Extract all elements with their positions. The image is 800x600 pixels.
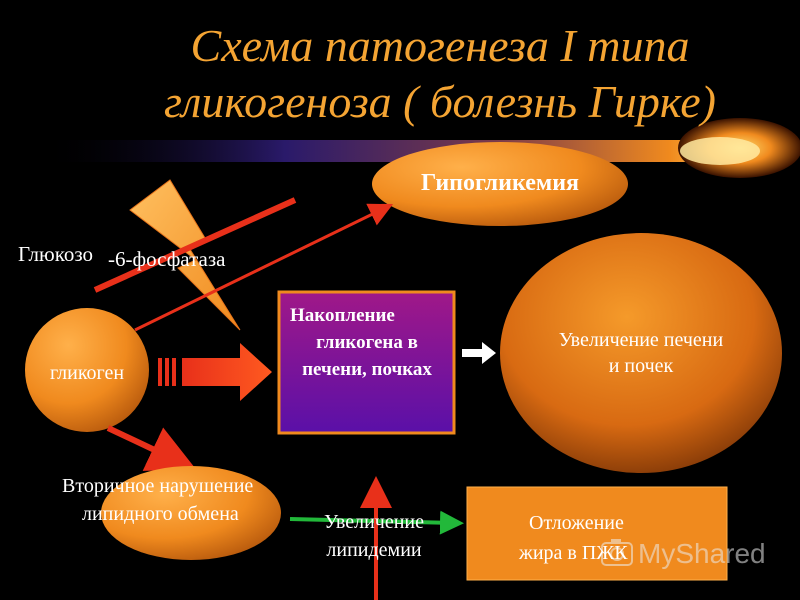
fat-deposit-line-2: жира в ПЖК [519, 542, 628, 564]
lipid-disorder-line-2: липидного обмена [82, 503, 239, 525]
arrow-to-lipid-disorder [106, 425, 197, 471]
enlargement-node [500, 233, 782, 473]
arrow-to-hypoglycemia [134, 203, 394, 332]
glycogen-label: гликоген [49, 362, 125, 384]
enlargement-label: Увеличение печени и почек [505, 327, 777, 379]
accumulation-line-3: печени, почках [302, 359, 432, 380]
accumulation-label: Накопление гликогена в печени, почках [272, 302, 462, 383]
hyperlipidemia-line-1: Увеличение [323, 511, 424, 533]
accumulation-box [277, 290, 456, 435]
accumulation-line-2: гликогена в [316, 332, 418, 353]
hyperlipidemia-label: Увеличение липидемии [294, 508, 454, 564]
enzyme-label-part1: Глюкозо [18, 242, 94, 266]
title-line-1: Схема патогенеза I типа [190, 20, 690, 71]
fat-deposit-line-1: Отложение [529, 512, 624, 534]
watermark-text: MyShared [638, 538, 766, 569]
title-decoration [40, 118, 800, 178]
slide-title: Схема патогенеза I типа гликогеноза ( бо… [120, 18, 760, 130]
fat-deposit-label: Отложение жира в ПЖК [467, 508, 727, 568]
lipid-disorder-node [101, 466, 281, 560]
camera-watermark-icon [601, 539, 633, 566]
arrow-to-fat-deposit [289, 510, 464, 535]
enzyme-block-line [93, 197, 297, 293]
accumulation-line-1: Накопление [290, 305, 395, 326]
arrow-to-enlargement [462, 342, 496, 364]
enlargement-line-1: Увеличение печени [558, 329, 724, 351]
fat-deposit-box [466, 486, 728, 581]
hypoglycemia-node [372, 142, 628, 226]
hyperlipidemia-line-2: липидемии [326, 539, 422, 561]
enzyme-label-part2: -6-фосфатаза [108, 247, 226, 271]
glycogen-node [25, 308, 149, 432]
hypoglycemia-label: Гипогликемия [420, 170, 580, 196]
enlargement-line-2: и почек [608, 355, 674, 377]
lipid-disorder-label: Вторичное нарушение липидного обмена [50, 472, 330, 528]
lipid-disorder-line-1: Вторичное нарушение [62, 475, 254, 497]
arrow-to-accumulation [158, 343, 272, 401]
title-line-2: гликогеноза ( болезнь Гирке) [164, 76, 716, 127]
